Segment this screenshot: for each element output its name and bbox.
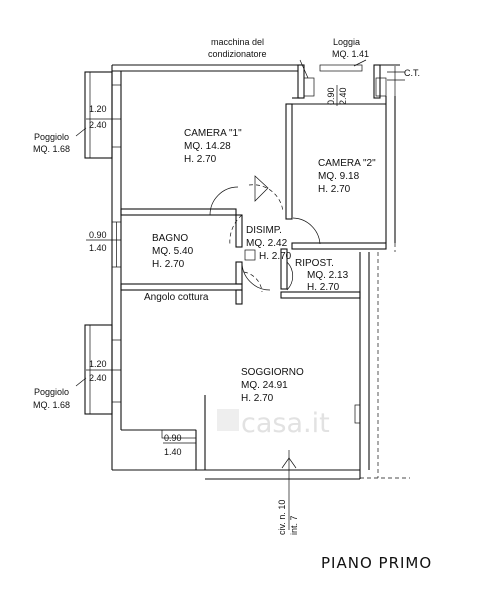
soggiorno-window-height: 1.40 bbox=[164, 447, 182, 457]
soggiorno-name: SOGGIORNO bbox=[241, 367, 304, 378]
poggiolo-bottom-area: MQ. 1.68 bbox=[33, 400, 70, 410]
floor-title: PIANO PRIMO bbox=[321, 554, 432, 572]
soggiorno-height: H. 2.70 bbox=[241, 393, 274, 404]
disimp-name: DISIMP. bbox=[246, 225, 282, 236]
camera1-area: MQ. 14.28 bbox=[184, 141, 231, 152]
poggiolo-bottom-window-width: 1.20 bbox=[89, 359, 107, 369]
balconies bbox=[84, 59, 405, 439]
disimp-area: MQ. 2.42 bbox=[246, 238, 288, 249]
poggiolo-top-area: MQ. 1.68 bbox=[33, 144, 70, 154]
door-swings bbox=[209, 175, 321, 293]
poggiolo-bottom-name: Poggiolo bbox=[34, 387, 69, 397]
loggia-window-height: 2.40 bbox=[338, 87, 348, 105]
disimp-height: H. 2.70 bbox=[259, 251, 292, 262]
labels: macchina del condizionatore Loggia MQ. 1… bbox=[33, 37, 432, 572]
poggiolo-top-name: Poggiolo bbox=[34, 132, 69, 142]
camera1-height: H. 2.70 bbox=[184, 154, 217, 165]
loggia-name: Loggia bbox=[333, 37, 360, 47]
angolo-cottura-label: Angolo cottura bbox=[144, 292, 209, 303]
ripost-area: MQ. 2.13 bbox=[307, 270, 349, 281]
ac-unit-label-line2: condizionatore bbox=[208, 49, 267, 59]
loggia-window-width: 0.90 bbox=[326, 87, 336, 105]
dimension-lines bbox=[75, 85, 338, 530]
camera2-area: MQ. 9.18 bbox=[318, 171, 360, 182]
camera1-name: CAMERA "1" bbox=[184, 128, 242, 139]
watermark-text: casa.it bbox=[241, 408, 330, 439]
ac-unit-label-line1: macchina del bbox=[211, 37, 264, 47]
ripost-name: RIPOST. bbox=[295, 258, 334, 269]
bagno-area: MQ. 5.40 bbox=[152, 246, 194, 257]
bagno-window-width: 0.90 bbox=[89, 230, 107, 240]
soggiorno-window-width: 0.90 bbox=[164, 433, 182, 443]
poggiolo-bottom-window-height: 2.40 bbox=[89, 373, 107, 383]
camera2-height: H. 2.70 bbox=[318, 184, 351, 195]
poggiolo-top-window-height: 2.40 bbox=[89, 120, 107, 130]
ripost-height: H. 2.70 bbox=[307, 282, 340, 293]
watermark: casa.it bbox=[217, 408, 330, 439]
interior-walls bbox=[120, 64, 387, 305]
bagno-window-height: 1.40 bbox=[89, 243, 107, 253]
bagno-name: BAGNO bbox=[152, 233, 188, 244]
entrance-civic-number: civ. n. 10 bbox=[277, 500, 287, 535]
entrance-internal-number: int. 7 bbox=[289, 515, 299, 535]
ct-label: C.T. bbox=[404, 68, 420, 78]
loggia-area: MQ. 1.41 bbox=[332, 49, 369, 59]
bagno-height: H. 2.70 bbox=[152, 259, 185, 270]
camera2-name: CAMERA "2" bbox=[318, 158, 376, 169]
poggiolo-top-window-width: 1.20 bbox=[89, 104, 107, 114]
soggiorno-area: MQ. 24.91 bbox=[241, 380, 288, 391]
